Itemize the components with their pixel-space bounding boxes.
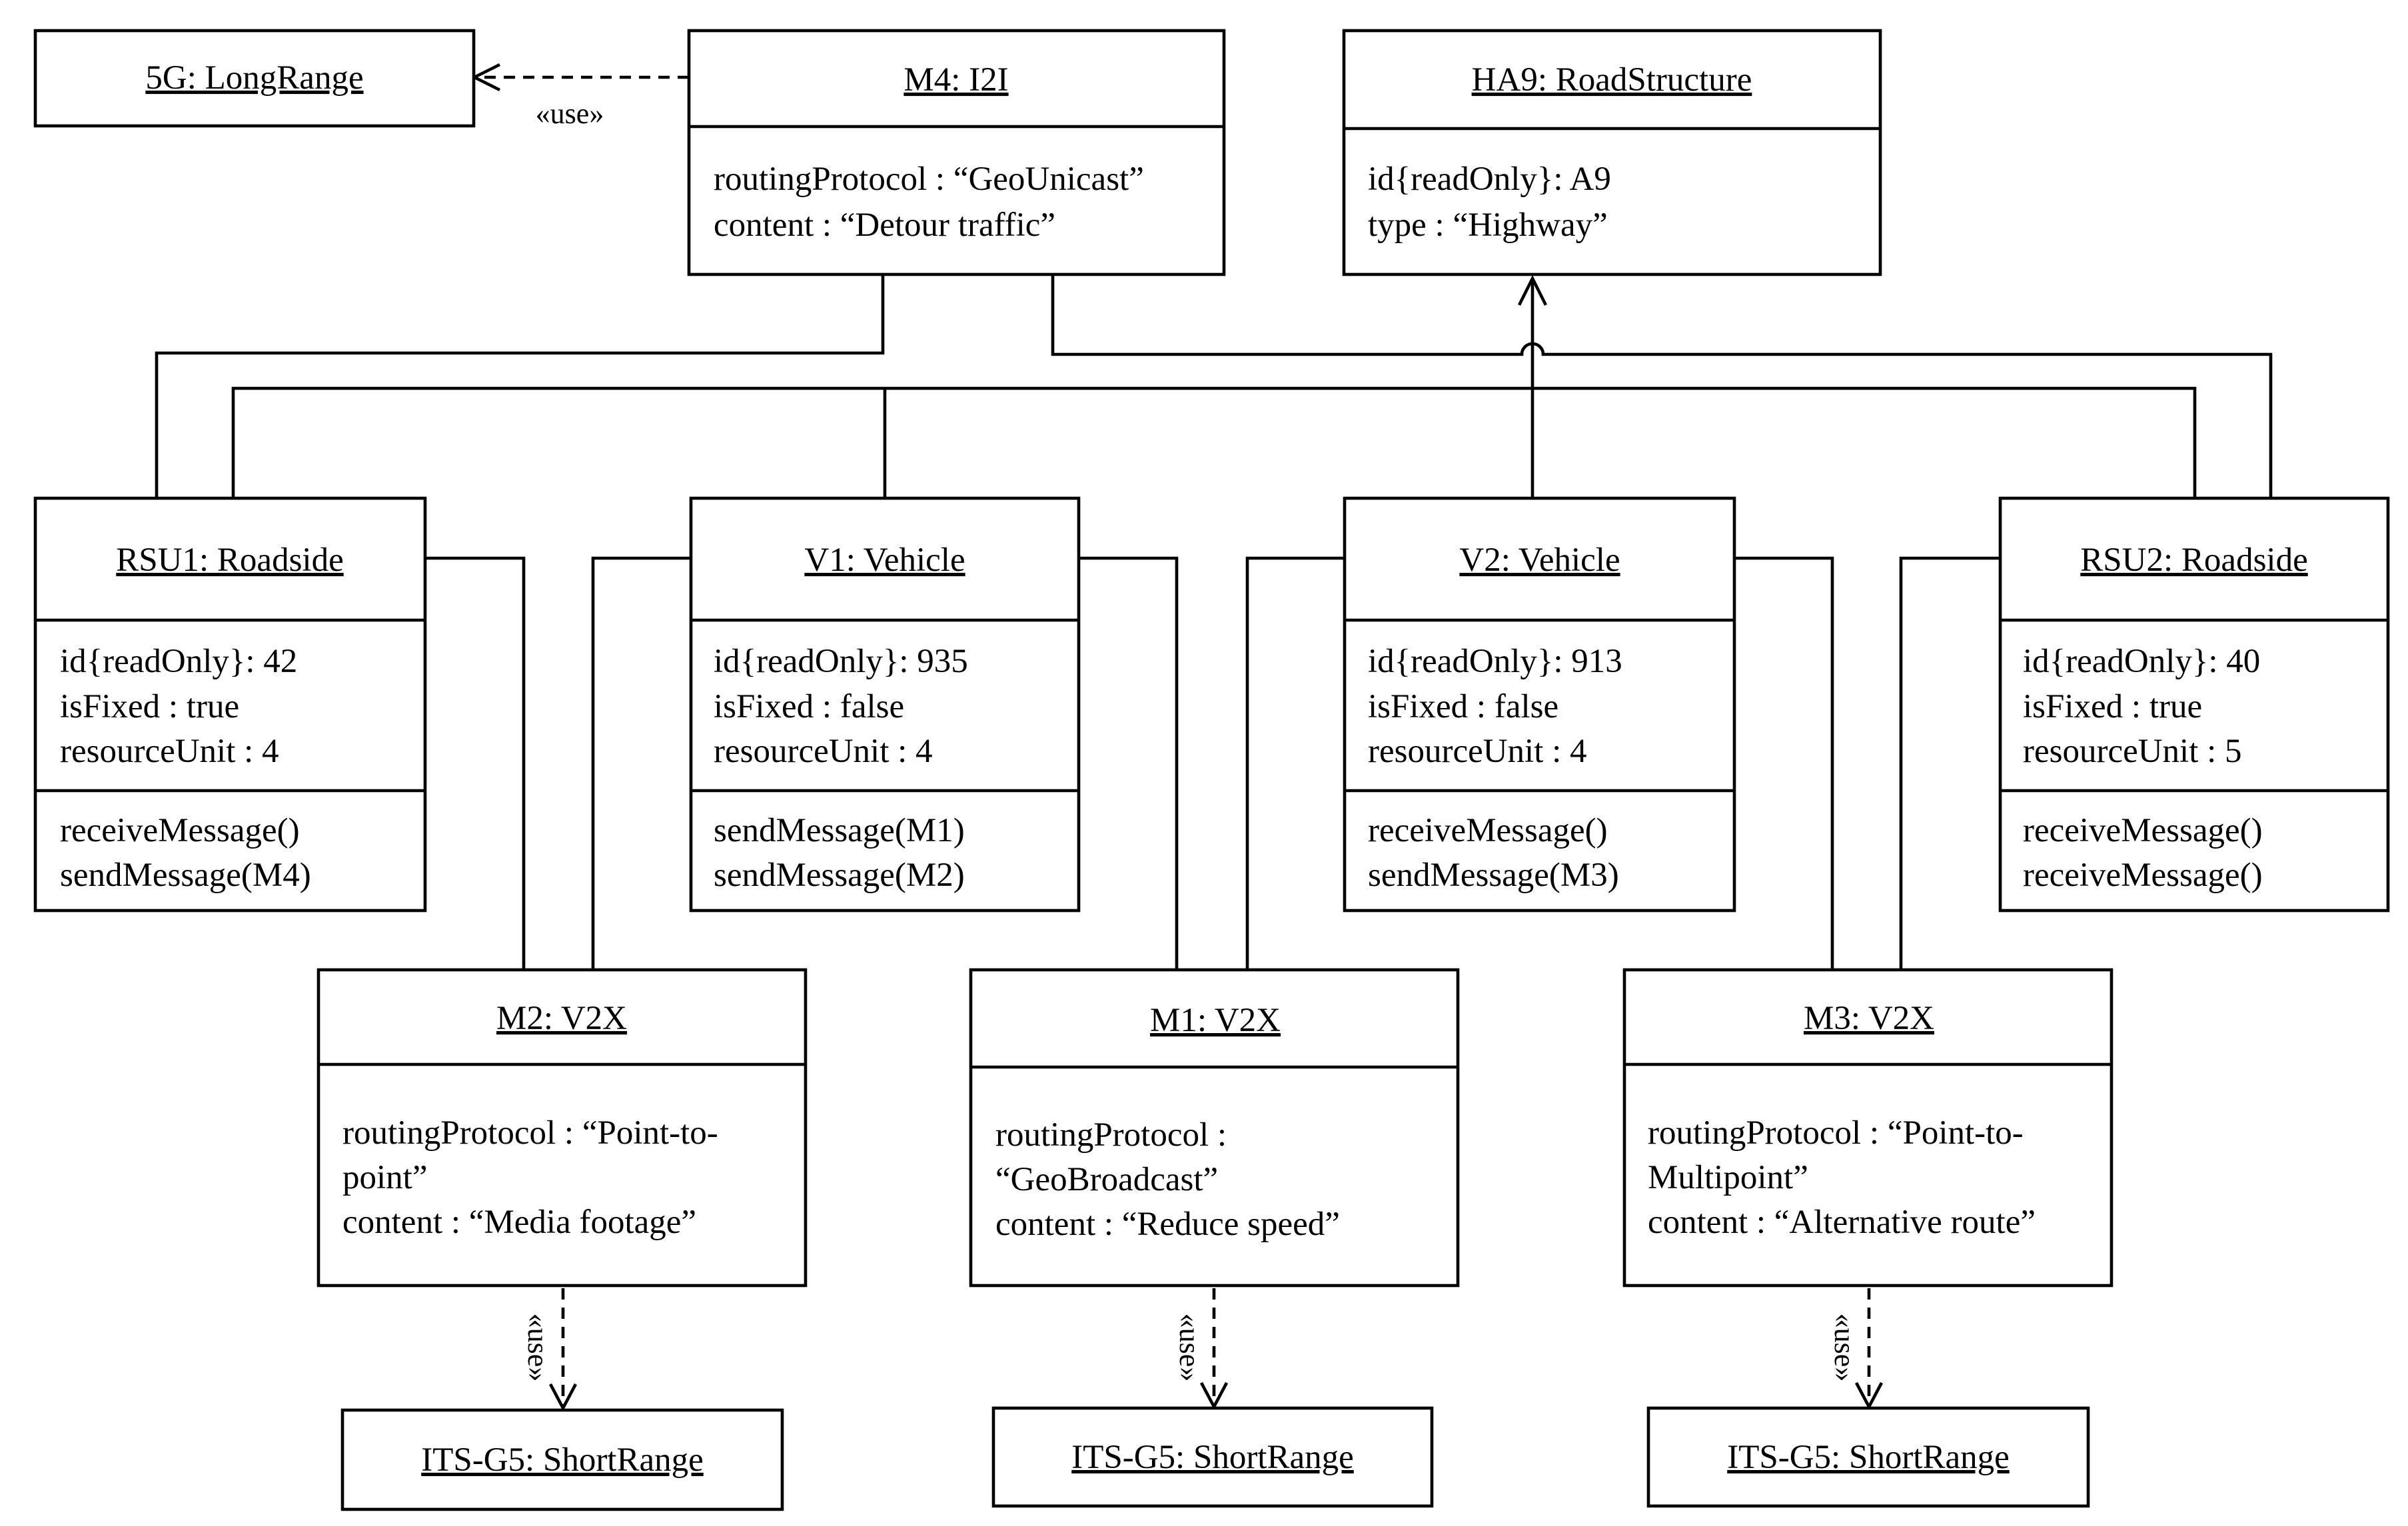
- object-title: ITS-G5: ShortRange: [1727, 1439, 2010, 1476]
- object-title: ITS-G5: ShortRange: [421, 1441, 704, 1479]
- object-title: V2: Vehicle: [1459, 542, 1620, 579]
- object-v1-vehicle: V1: Vehicle id{readOnly}: 935 isFixed : …: [689, 496, 1081, 913]
- link-m4-rsu1: [155, 274, 885, 498]
- object-m4-i2i: M4: I2I routingProtocol : “GeoUnicast” c…: [687, 29, 1226, 276]
- object-v2-vehicle: V2: Vehicle id{readOnly}: 913 isFixed : …: [1343, 496, 1736, 913]
- object-attribute: resourceUnit : 5: [2023, 733, 2242, 770]
- object-attribute: isFixed : true: [2023, 688, 2202, 725]
- object-m2-v2x: M2: V2X routingProtocol : “Point-to- poi…: [316, 968, 808, 1288]
- object-attribute: Multipoint”: [1648, 1159, 1808, 1196]
- object-5g-longrange: 5G: LongRange: [33, 29, 476, 128]
- object-operation: receiveMessage(): [60, 812, 300, 849]
- link-bus-rsu1-rsu2: [231, 386, 2197, 498]
- link-ha9-arrowhead: [1517, 274, 1548, 306]
- object-operation: sendMessage(M4): [60, 857, 311, 894]
- link-v2-m3: [1734, 556, 1834, 970]
- link-v1-m1: [1079, 556, 1179, 970]
- object-operation: sendMessage(M3): [1368, 857, 1619, 894]
- dependency-m3-its-label: «use»: [1828, 1314, 1861, 1382]
- object-its-g5-shortrange-1: ITS-G5: ShortRange: [340, 1408, 784, 1511]
- connectors: «use» «use» «use» «use»: [155, 63, 2273, 1411]
- object-title: HA9: RoadStructure: [1472, 61, 1752, 99]
- object-title: V1: Vehicle: [804, 542, 965, 579]
- object-attribute: content : “Detour traffic”: [714, 206, 1055, 244]
- object-title: M4: I2I: [903, 61, 1008, 99]
- dependency-m4-lte-label: «use»: [536, 97, 604, 130]
- link-v2-m1: [1245, 556, 1345, 970]
- object-attribute: point”: [342, 1159, 427, 1196]
- object-attribute: resourceUnit : 4: [714, 733, 933, 770]
- object-attribute: type : “Highway”: [1368, 206, 1608, 244]
- link-rsu2-m3: [1899, 556, 2000, 970]
- object-attribute: isFixed : false: [1368, 688, 1558, 725]
- object-attribute: id{readOnly}: 913: [1368, 643, 1622, 680]
- object-attribute: content : “Alternative route”: [1648, 1204, 2036, 1241]
- object-attribute: id{readOnly}: 935: [714, 643, 968, 680]
- object-operation: receiveMessage(): [1368, 812, 1608, 849]
- object-its-g5-shortrange-2: ITS-G5: ShortRange: [991, 1406, 1434, 1508]
- object-attribute: resourceUnit : 4: [1368, 733, 1587, 770]
- link-m4-rsu2: [1051, 274, 2273, 498]
- dependency-m2-its-arrowhead: [548, 1383, 578, 1411]
- object-m1-v2x: M1: V2X routingProtocol : “GeoBroadcast”…: [969, 968, 1460, 1288]
- object-title: M1: V2X: [1150, 1002, 1281, 1039]
- object-attribute: isFixed : true: [60, 688, 239, 725]
- object-title: RSU2: Roadside: [2080, 542, 2307, 579]
- object-title: 5G: LongRange: [145, 59, 363, 97]
- object-attribute: routingProtocol : “Point-to-: [342, 1114, 718, 1152]
- object-title: M3: V2X: [1804, 1000, 1934, 1037]
- link-v1-m2: [591, 556, 691, 970]
- object-operation: sendMessage(M2): [714, 857, 965, 894]
- object-title: ITS-G5: ShortRange: [1071, 1439, 1354, 1476]
- object-its-g5-shortrange-3: ITS-G5: ShortRange: [1646, 1406, 2090, 1508]
- link-rsu1-m2: [425, 556, 526, 970]
- object-ha9-roadstructure: HA9: RoadStructure id{readOnly}: A9 type…: [1342, 29, 1882, 276]
- object-attribute: id{readOnly}: 42: [60, 643, 297, 680]
- dependency-m2-its-label: «use»: [522, 1314, 554, 1382]
- object-rsu1-roadside: RSU1: Roadside id{readOnly}: 42 isFixed …: [33, 496, 427, 913]
- dependency-m1-its-label: «use»: [1173, 1314, 1206, 1382]
- object-attribute: routingProtocol : “Point-to-: [1648, 1114, 2024, 1152]
- object-attribute: “GeoBroadcast”: [995, 1161, 1218, 1198]
- object-attribute: isFixed : false: [714, 688, 904, 725]
- object-attribute: routingProtocol : “GeoUnicast”: [714, 161, 1144, 198]
- object-rsu2-roadside: RSU2: Roadside id{readOnly}: 40 isFixed …: [1998, 496, 2390, 913]
- object-attribute: routingProtocol :: [995, 1116, 1227, 1154]
- object-m3-v2x: M3: V2X routingProtocol : “Point-to- Mul…: [1622, 968, 2113, 1288]
- object-attribute: id{readOnly}: A9: [1368, 161, 1611, 198]
- object-title: M2: V2X: [496, 1000, 627, 1037]
- object-attribute: content : “Reduce speed”: [995, 1206, 1340, 1243]
- object-operation: receiveMessage(): [2023, 812, 2263, 849]
- object-operation: receiveMessage(): [2023, 857, 2263, 894]
- object-attribute: content : “Media footage”: [342, 1204, 696, 1241]
- object-operation: sendMessage(M1): [714, 812, 965, 849]
- object-title: RSU1: Roadside: [116, 542, 343, 579]
- object-attribute: resourceUnit : 4: [60, 733, 279, 770]
- object-attribute: id{readOnly}: 40: [2023, 643, 2260, 680]
